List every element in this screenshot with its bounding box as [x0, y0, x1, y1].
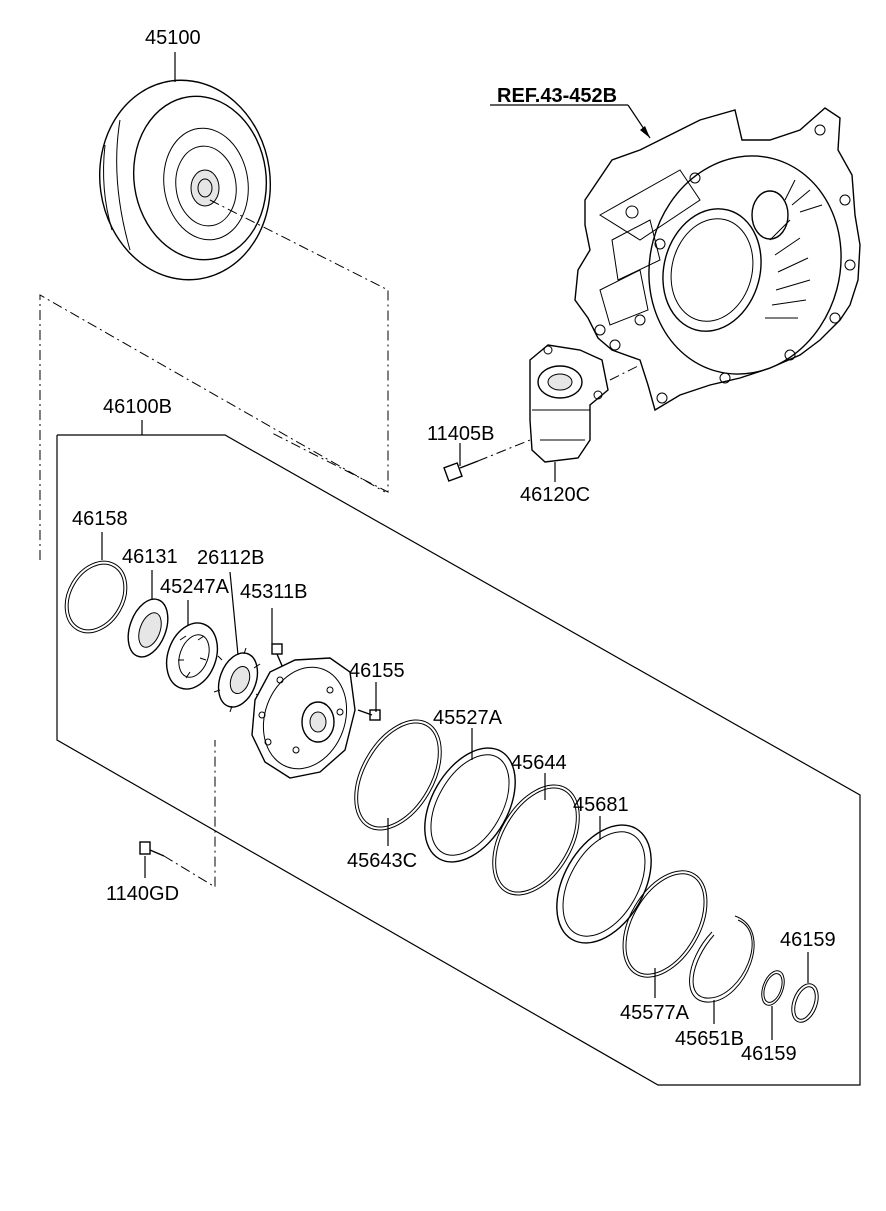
- label-46159-bottom: 46159: [741, 1043, 797, 1065]
- label-45644: 45644: [511, 752, 567, 774]
- label-45247a: 45247A: [160, 576, 230, 598]
- bolt-1140gd[interactable]: [139, 841, 165, 857]
- ring-45527a[interactable]: [406, 732, 534, 877]
- label-11405b: 11405B: [427, 423, 494, 445]
- label-46131: 46131: [122, 546, 178, 568]
- ring-45577a[interactable]: [606, 856, 725, 991]
- o-ring-46158[interactable]: [53, 550, 139, 644]
- snap-ring-45651b[interactable]: [689, 915, 755, 1003]
- torque-converter[interactable]: [87, 69, 283, 291]
- label-45643c: 45643C: [347, 850, 417, 872]
- label-46120c: 46120C: [520, 484, 590, 506]
- gear-26112b[interactable]: [212, 647, 265, 713]
- pump-housing[interactable]: [250, 655, 361, 780]
- label-45100: 45100: [145, 27, 201, 49]
- ring-46159-small[interactable]: [757, 968, 788, 1009]
- bolt-11405b[interactable]: [443, 460, 479, 482]
- seal-46131[interactable]: [121, 594, 175, 663]
- label-46100b: 46100B: [103, 396, 172, 418]
- label-45527a: 45527A: [433, 707, 503, 729]
- label-45311b: 45311B: [240, 581, 307, 603]
- label-1140gd: 1140GD: [106, 883, 179, 905]
- ring-45681[interactable]: [537, 809, 670, 960]
- label-45681: 45681: [573, 794, 629, 816]
- label-ref: REF.43-452B: [497, 85, 617, 107]
- label-45651b: 45651B: [675, 1028, 744, 1050]
- screw-46155[interactable]: [357, 709, 381, 721]
- ring-45644[interactable]: [475, 770, 597, 910]
- label-45577a: 45577A: [620, 1002, 690, 1024]
- transmission-case[interactable]: [574, 107, 865, 412]
- bolt-45311b[interactable]: [271, 643, 284, 669]
- label-26112b: 26112B: [197, 547, 264, 569]
- gear-45247a[interactable]: [158, 616, 226, 696]
- label-46158: 46158: [72, 508, 128, 530]
- ring-45643c[interactable]: [337, 705, 459, 845]
- ring-46159-large[interactable]: [787, 980, 823, 1026]
- label-46155: 46155: [349, 660, 405, 682]
- label-46159-top: 46159: [780, 929, 836, 951]
- oil-pump-assembly[interactable]: [529, 344, 609, 463]
